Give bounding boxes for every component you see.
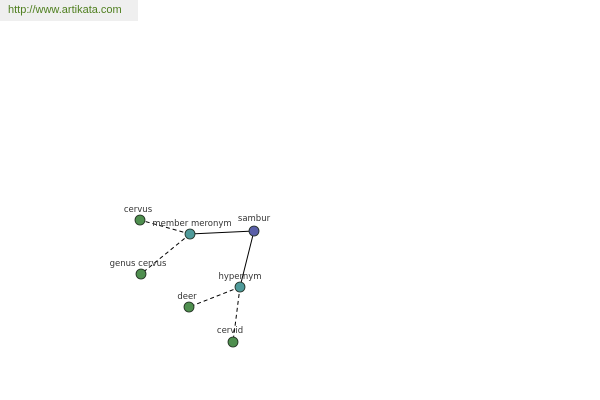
node-cervus[interactable] bbox=[134, 214, 146, 226]
edge-hypernym-cervid bbox=[232, 286, 241, 343]
node-genus-cervus[interactable] bbox=[135, 268, 147, 280]
label-genus-cervus[interactable]: genus cervus bbox=[110, 259, 167, 269]
edge-member-meronym-cervus bbox=[139, 219, 191, 235]
edges-layer bbox=[139, 219, 255, 343]
label-member-meronym[interactable]: member meronym bbox=[152, 219, 231, 229]
url-link[interactable]: http://www.artikata.com bbox=[0, 0, 138, 21]
label-sambur[interactable]: sambur bbox=[238, 214, 271, 224]
node-deer[interactable] bbox=[183, 301, 195, 313]
label-cervus[interactable]: cervus bbox=[124, 205, 153, 215]
node-sambur[interactable] bbox=[248, 225, 260, 237]
label-cervid[interactable]: cervid bbox=[217, 326, 243, 336]
labels-layer: sambur member meronym hypernym cervus genus … bbox=[110, 205, 271, 336]
nodes-layer bbox=[134, 214, 260, 348]
node-member-meronym[interactable] bbox=[184, 228, 196, 240]
node-hypernym[interactable] bbox=[234, 281, 246, 293]
label-deer[interactable]: deer bbox=[177, 292, 197, 302]
edge-member-meronym-genus-cervus bbox=[140, 233, 191, 275]
edge-sambur-hypernym bbox=[239, 230, 255, 288]
edge-hypernym-deer bbox=[188, 286, 241, 308]
node-cervid[interactable] bbox=[227, 336, 239, 348]
edge-sambur-member-meronym bbox=[189, 230, 255, 235]
label-hypernym[interactable]: hypernym bbox=[218, 272, 261, 282]
